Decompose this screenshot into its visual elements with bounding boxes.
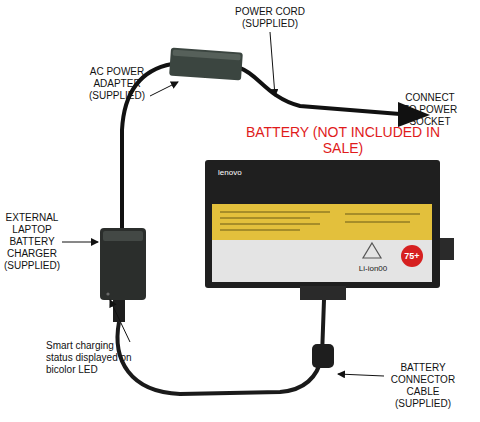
battery-body: [205, 160, 440, 288]
leader-line: [62, 242, 98, 243]
power-cord: [240, 68, 400, 114]
battery-yellow-label: [212, 204, 432, 240]
leader-line: [270, 32, 275, 96]
rating-circle: [401, 245, 423, 267]
battery-tab: [440, 238, 454, 260]
part-label: CONNECT TO POWER SOCKET: [398, 92, 462, 128]
recycle-symbol: [363, 243, 381, 258]
part-label: POWER CORD (SUPPLIED): [226, 6, 314, 30]
charger-highlight: [103, 231, 143, 241]
brand-mark: lenovo: [218, 168, 278, 178]
bicolor-led: [106, 292, 109, 295]
rating-mark: 75+: [400, 251, 424, 261]
connector-cable: [118, 300, 324, 394]
part-label: AC POWER ADAPTER (SUPPLIED): [84, 66, 150, 102]
part-label: BATTERY CONNECTOR CABLE (SUPPLIED): [384, 362, 462, 410]
leader-line: [150, 82, 178, 96]
battery-white-label: [212, 240, 432, 282]
leader-line: [110, 300, 130, 342]
chemistry-mark: Li-ion00: [352, 264, 394, 274]
notice-label: BATTERY (NOT INCLUDED IN SALE): [228, 124, 458, 156]
charger-box: [100, 228, 146, 300]
leader-line: [338, 374, 384, 376]
note-label: Smart charging status displayed on bicol…: [46, 340, 138, 376]
ferrite-bead: [312, 344, 334, 368]
ac-adapter: [169, 48, 243, 81]
battery-connector: [300, 286, 346, 300]
part-label: EXTERNAL LAPTOP BATTERY CHARGER (SUPPLIE…: [2, 212, 62, 272]
label-print: [220, 212, 420, 230]
